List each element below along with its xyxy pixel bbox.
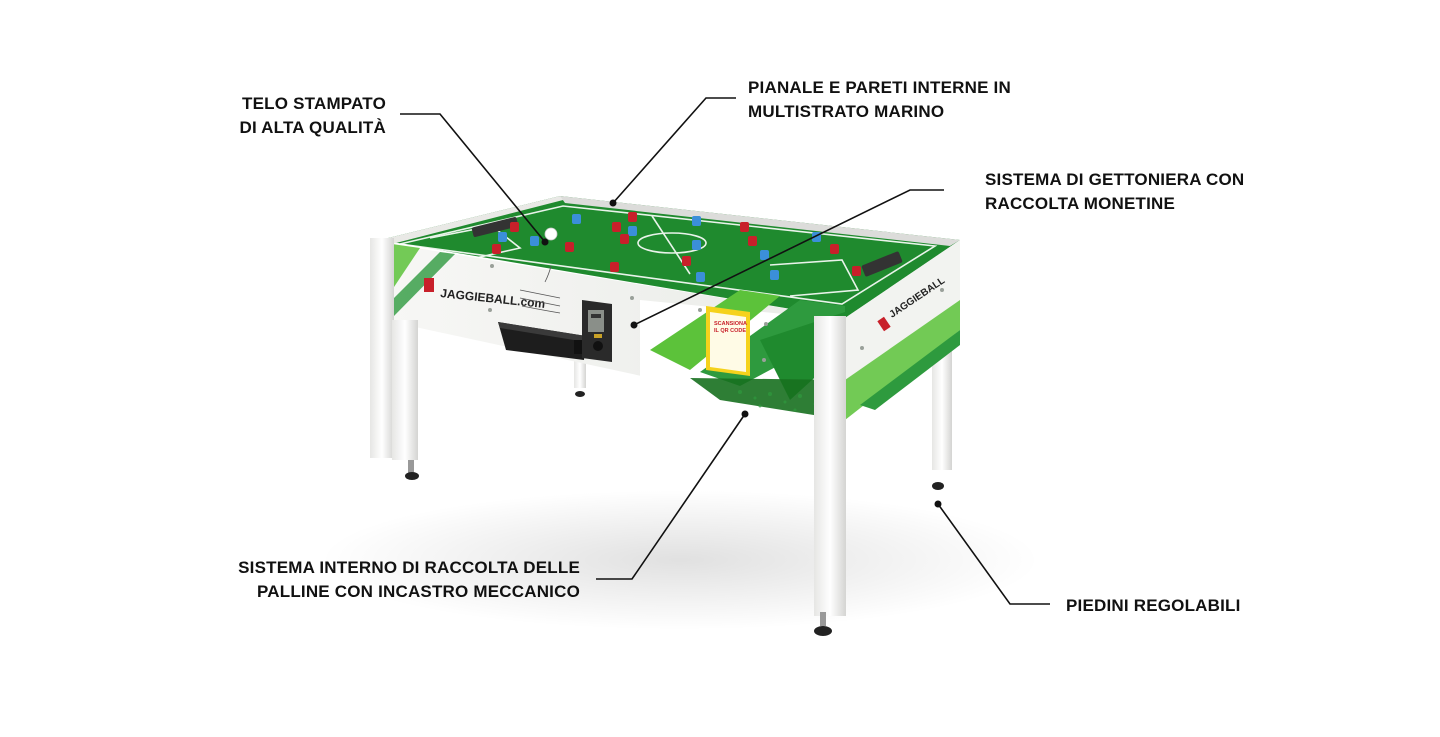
svg-text:IL QR CODE: IL QR CODE	[714, 328, 746, 334]
callout-pianale: PIANALE E PARETI INTERNE IN MULTISTRATO …	[748, 78, 1011, 121]
floor-shadow	[320, 490, 1040, 630]
callout-leaders	[400, 97, 1050, 605]
front-left-foot	[405, 472, 419, 480]
coin-mechanism	[582, 300, 612, 362]
callout-gettoniera: SISTEMA DI GETTONIERA CON RACCOLTA MONET…	[985, 170, 1245, 213]
leader-piedini	[937, 503, 1050, 605]
qr-code-sign: SCANSIONA IL QR CODE	[706, 306, 750, 376]
front-right-leg	[814, 316, 846, 616]
leader-telo	[400, 113, 546, 243]
leader-pianale	[612, 97, 736, 204]
callout-telo-stampato: TELO STAMPATO DI ALTA QUALITÀ	[239, 94, 386, 137]
ball	[544, 227, 558, 241]
side-panel-right: JAGGIEBALL	[845, 240, 960, 420]
ball-collection-tray	[498, 322, 586, 360]
callout-piedini: PIEDINI REGOLABILI	[1066, 596, 1241, 615]
front-left-leg-lower	[392, 320, 418, 460]
goal-right	[861, 251, 903, 277]
players	[492, 212, 861, 282]
back-left-foot	[575, 391, 585, 397]
svg-text:SCANSIONA: SCANSIONA	[714, 321, 747, 327]
front-left-leg-foot-stem	[408, 455, 414, 473]
logo-mark	[424, 278, 434, 292]
leader-raccolta	[596, 413, 746, 580]
back-right-foot	[932, 482, 944, 490]
goal-left	[471, 217, 519, 237]
callout-raccolta-palline: SISTEMA INTERNO DI RACCOLTA DELLE PALLIN…	[238, 558, 580, 601]
handwritten-note-doodle	[519, 265, 561, 314]
front-left-leg	[370, 238, 394, 458]
pitch	[380, 196, 960, 318]
front-right-leg-stem	[820, 612, 826, 626]
leader-gettoniera	[633, 189, 944, 326]
front-right-foot	[814, 626, 832, 636]
